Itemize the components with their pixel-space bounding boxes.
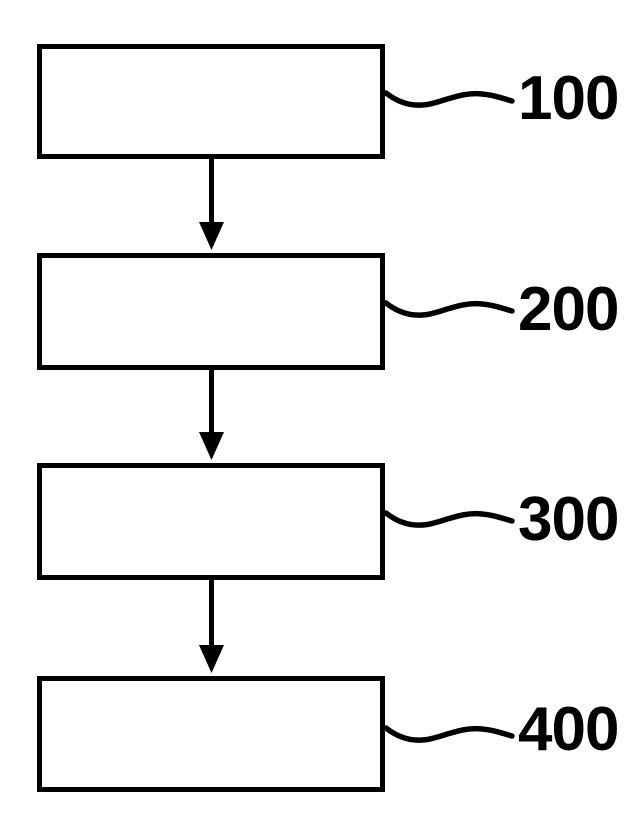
arrowhead-icon	[199, 645, 224, 673]
reference-label-300: 300	[518, 485, 619, 554]
leader-line-300	[383, 510, 515, 528]
flow-arrow-200-300	[199, 370, 224, 460]
flow-arrow-100-200	[199, 159, 224, 250]
flow-arrow-300-400	[199, 580, 224, 673]
reference-label-400: 400	[518, 695, 619, 764]
leader-line-100	[383, 90, 515, 108]
reference-label-200: 200	[518, 275, 619, 344]
step-box-300[interactable]	[37, 463, 385, 580]
step-box-200[interactable]	[37, 253, 385, 370]
step-box-400[interactable]	[37, 676, 385, 792]
reference-label-100: 100	[518, 64, 619, 133]
arrowhead-icon	[199, 432, 224, 460]
step-box-100[interactable]	[37, 44, 385, 159]
leader-line-400	[383, 725, 515, 743]
arrowhead-icon	[199, 222, 224, 250]
leader-line-200	[383, 300, 515, 318]
